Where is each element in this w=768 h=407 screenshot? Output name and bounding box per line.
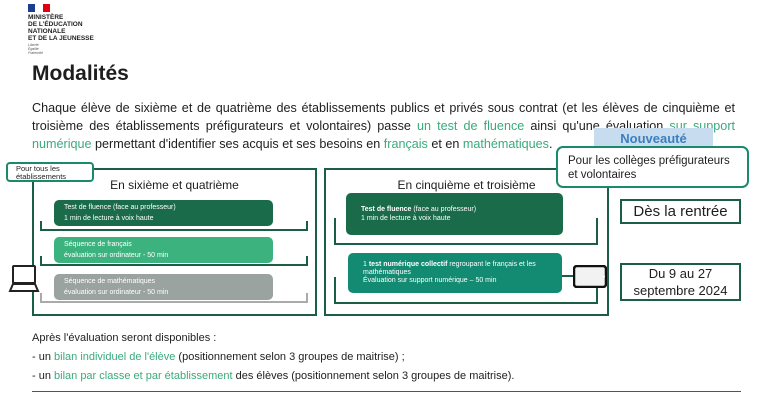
bar-line: évaluation sur ordinateur - 50 min bbox=[64, 289, 169, 296]
after-item: - un bilan par classe et par établisseme… bbox=[32, 370, 514, 382]
bar-line: 1 min de lecture à voix haute bbox=[361, 215, 451, 222]
bar-bold: test numérique collectif bbox=[368, 261, 448, 268]
after-item: - un bilan individuel de l'élève (positi… bbox=[32, 351, 405, 363]
text: des élèves (positionnement selon 3 group… bbox=[232, 370, 515, 382]
fluency-test-bar: Test de fluence (face au professeur) 1 mi… bbox=[346, 193, 563, 235]
text: Chaque élève de sixième et de quatrième … bbox=[32, 101, 735, 133]
bar-line: évaluation sur ordinateur - 50 min bbox=[64, 252, 169, 259]
panel-title: En cinquième et troisième bbox=[397, 178, 536, 192]
callout: Pour les collèges préfigurateurs et volo… bbox=[556, 146, 749, 188]
bar-line: 1 min de lecture à voix haute bbox=[64, 215, 154, 222]
bar-text: (face au professeur) bbox=[411, 206, 477, 213]
page-title: Modalités bbox=[32, 62, 129, 85]
motto-line: Fraternité bbox=[28, 51, 43, 55]
bracket bbox=[334, 277, 598, 304]
highlight: bilan par classe et par établissement bbox=[54, 370, 233, 382]
bar-line: Séquence de français bbox=[64, 241, 132, 248]
connector bbox=[562, 275, 574, 277]
bracket bbox=[334, 218, 598, 245]
logo-line: NATIONALE bbox=[28, 28, 66, 35]
highlight: français bbox=[383, 137, 428, 151]
text: - un bbox=[32, 370, 55, 382]
digital-test-bar: 1 test numérique collectif regroupant le… bbox=[348, 253, 562, 293]
highlight: bilan individuel de l'élève bbox=[54, 351, 176, 363]
new-badge: Nouveauté bbox=[594, 128, 713, 150]
bar-line: Évaluation sur support numérique – 50 mi… bbox=[363, 277, 497, 284]
logo-line: MINISTÈRE bbox=[28, 14, 64, 21]
bracket bbox=[40, 293, 308, 303]
motto-line: Liberté bbox=[28, 43, 39, 47]
after-intro: Après l'évaluation seront disponibles : bbox=[32, 332, 217, 344]
bar-text: 1 bbox=[363, 261, 369, 268]
highlight: un test de fluence bbox=[417, 119, 525, 133]
bar-text: regroupant le français et les mathématiq… bbox=[363, 261, 536, 276]
highlight: mathématiques bbox=[462, 137, 549, 151]
text: et en bbox=[427, 137, 463, 151]
text: permettant d'identifier ses acquis et se… bbox=[91, 137, 384, 151]
all-schools-tag: Pour tous les établissements bbox=[6, 162, 94, 182]
panel-title: En sixième et quatrième bbox=[110, 178, 239, 192]
bracket bbox=[40, 256, 308, 266]
fluency-test-bar: Test de fluence (face au professeur) 1 mi… bbox=[54, 200, 273, 226]
divider bbox=[32, 391, 741, 392]
intro-paragraph: Chaque élève de sixième et de quatrième … bbox=[32, 99, 735, 153]
logo-flag bbox=[28, 4, 50, 12]
tablet-icon bbox=[573, 265, 607, 288]
french-sequence-bar: Séquence de français évaluation sur ordin… bbox=[54, 237, 273, 263]
text: - un bbox=[32, 351, 55, 363]
bar-line: Séquence de mathématiques bbox=[64, 278, 156, 285]
laptop-icon bbox=[8, 265, 40, 292]
bar-bold: Test de fluence bbox=[361, 206, 412, 213]
logo-line: DE L'ÉDUCATION bbox=[28, 21, 83, 28]
text: . bbox=[548, 137, 553, 151]
date-start: Dès la rentrée bbox=[620, 199, 741, 224]
motto-line: Égalité bbox=[28, 47, 39, 51]
logo-line: ET DE LA JEUNESSE bbox=[28, 35, 94, 42]
bracket bbox=[40, 221, 308, 231]
bar-line: Test de fluence (face au professeur) bbox=[64, 204, 176, 211]
text: (positionnement selon 3 groupes de maitr… bbox=[175, 351, 405, 363]
math-sequence-bar: Séquence de mathématiques évaluation sur … bbox=[54, 274, 273, 300]
date-range: Du 9 au 27 septembre 2024 bbox=[620, 263, 741, 301]
